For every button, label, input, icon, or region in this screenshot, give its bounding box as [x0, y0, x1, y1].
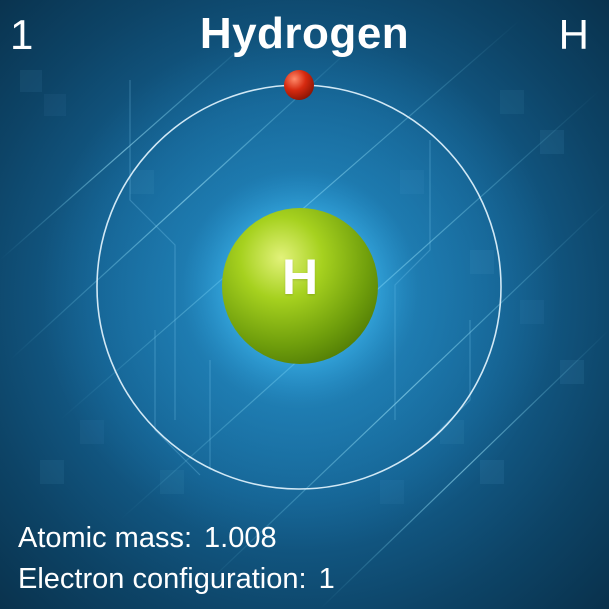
electron — [284, 70, 314, 100]
atomic-mass-row: Atomic mass: 1.008 — [18, 524, 277, 553]
atomic-mass-label: Atomic mass: — [18, 522, 193, 554]
atomic-mass-value: 1.008 — [204, 522, 277, 554]
electron-configuration-label: Electron configuration: — [18, 563, 307, 595]
electron-configuration-row: Electron configuration: 1 — [18, 565, 335, 594]
nucleus — [222, 208, 378, 364]
background-tiles — [20, 70, 584, 504]
electron-configuration-value: 1 — [318, 563, 335, 595]
nucleus-label: H — [281, 249, 319, 305]
element-symbol: H — [558, 11, 589, 58]
atomic-number: 1 — [10, 11, 34, 58]
element-name: Hydrogen — [199, 9, 410, 58]
